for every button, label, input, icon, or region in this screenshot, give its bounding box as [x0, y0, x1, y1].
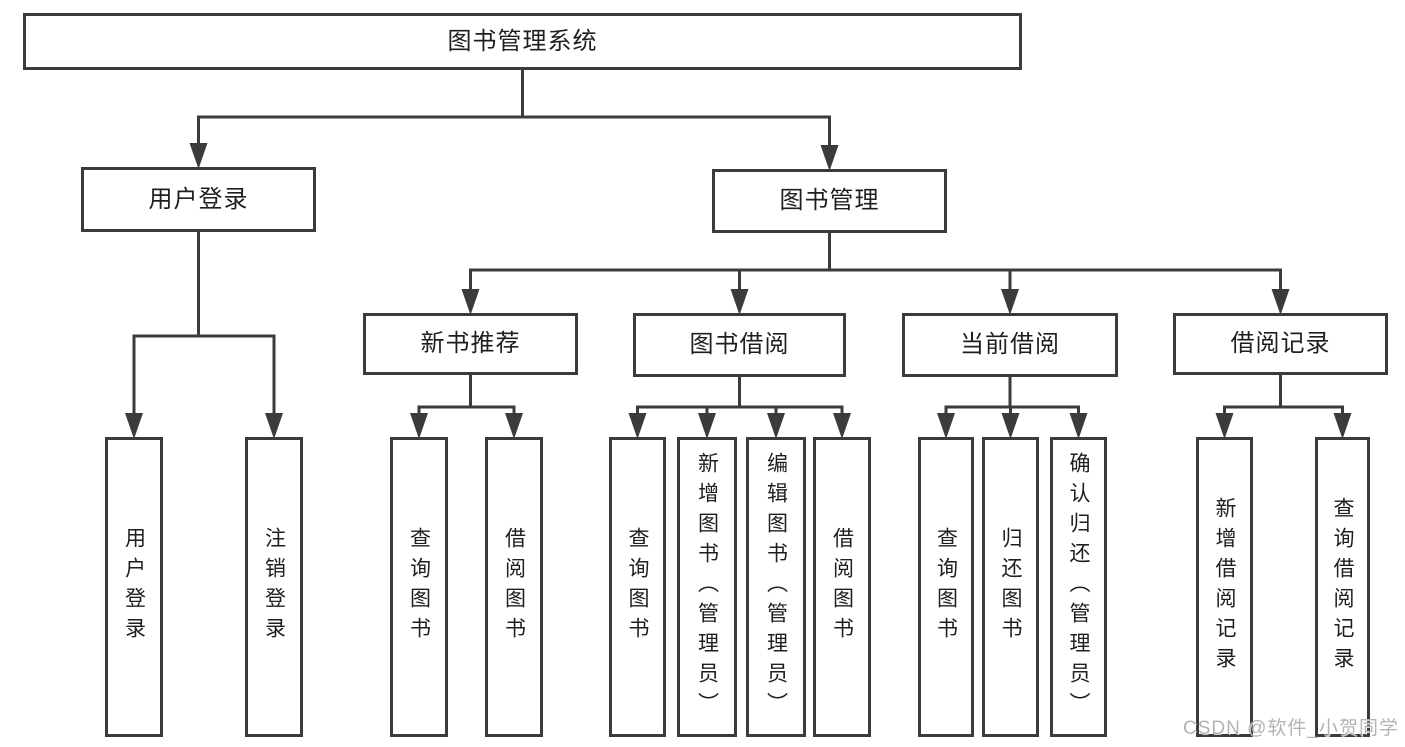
- arrowhead-icon: [1069, 413, 1088, 439]
- arrowhead-icon: [937, 413, 955, 439]
- node-label-book-borrow: 图书借阅: [689, 331, 790, 358]
- node-label-br-add: 新增借阅记录: [1213, 497, 1236, 677]
- arrowhead-icon: [410, 413, 428, 439]
- node-br-query: 查询借阅记录: [1315, 437, 1370, 737]
- arrowhead-icon: [461, 289, 480, 315]
- node-nb-borrow: 借阅图书: [485, 437, 543, 737]
- node-label-nb-query: 查询图书: [407, 527, 431, 647]
- arrowhead-icon: [1001, 289, 1019, 315]
- node-cb-confirm: 确认归还（管理员）: [1050, 437, 1107, 737]
- node-new-book: 新书推荐: [363, 313, 578, 375]
- node-borrow-rec: 借阅记录: [1173, 313, 1388, 375]
- arrowhead-icon: [833, 413, 851, 439]
- arrowhead-icon: [1271, 289, 1290, 315]
- node-br-add: 新增借阅记录: [1196, 437, 1253, 737]
- arrowhead-icon: [820, 145, 839, 171]
- node-nb-query: 查询图书: [390, 437, 448, 737]
- node-label-bb-edit: 编辑图书（管理员）: [764, 452, 788, 722]
- node-label-borrow-rec: 借阅记录: [1230, 330, 1331, 357]
- node-cb-query: 查询图书: [918, 437, 974, 737]
- node-bb-edit: 编辑图书（管理员）: [746, 437, 806, 737]
- node-label-user-login: 用户登录: [148, 185, 249, 213]
- node-login: 用户登录: [105, 437, 163, 737]
- arrowhead-icon: [1001, 413, 1020, 439]
- node-label-br-query: 查询借阅记录: [1331, 497, 1354, 677]
- node-bb-query: 查询图书: [609, 437, 666, 737]
- node-label-cb-query: 查询图书: [934, 527, 958, 647]
- node-label-cb-confirm: 确认归还（管理员）: [1067, 452, 1090, 722]
- node-label-bb-borrow: 借阅图书: [830, 527, 854, 647]
- node-label-login: 用户登录: [122, 527, 146, 647]
- arrowhead-icon: [505, 413, 523, 439]
- node-label-new-book: 新书推荐: [420, 330, 521, 357]
- node-label-nb-borrow: 借阅图书: [502, 527, 526, 647]
- arrowhead-icon: [767, 413, 785, 439]
- node-label-cb-return: 归还图书: [999, 527, 1022, 647]
- node-cb-return: 归还图书: [982, 437, 1039, 737]
- arrowhead-icon: [730, 289, 749, 315]
- node-label-bb-query: 查询图书: [626, 527, 649, 647]
- arrowhead-icon: [628, 413, 647, 439]
- node-book-borrow: 图书借阅: [633, 313, 846, 377]
- watermark: CSDN @软件_小贺同学: [1183, 718, 1399, 739]
- node-label-book-mgmt: 图书管理: [779, 187, 880, 214]
- node-book-mgmt: 图书管理: [712, 169, 947, 233]
- arrowhead-icon: [1215, 413, 1234, 439]
- node-bb-add: 新增图书（管理员）: [677, 437, 737, 737]
- node-user-login: 用户登录: [81, 167, 316, 232]
- node-root: 图书管理系统: [23, 13, 1022, 70]
- arrowhead-icon: [265, 413, 283, 439]
- node-label-root: 图书管理系统: [447, 27, 598, 55]
- node-cur-borrow: 当前借阅: [902, 313, 1118, 377]
- node-label-bb-add: 新增图书（管理员）: [695, 452, 719, 722]
- arrowhead-icon: [125, 413, 143, 439]
- node-label-cur-borrow: 当前借阅: [960, 331, 1060, 358]
- arrowhead-icon: [698, 413, 716, 439]
- node-label-logout: 注销登录: [262, 527, 286, 647]
- node-logout: 注销登录: [245, 437, 303, 737]
- node-bb-borrow: 借阅图书: [813, 437, 871, 737]
- arrowhead-icon: [1333, 413, 1352, 439]
- arrowhead-icon: [189, 143, 208, 169]
